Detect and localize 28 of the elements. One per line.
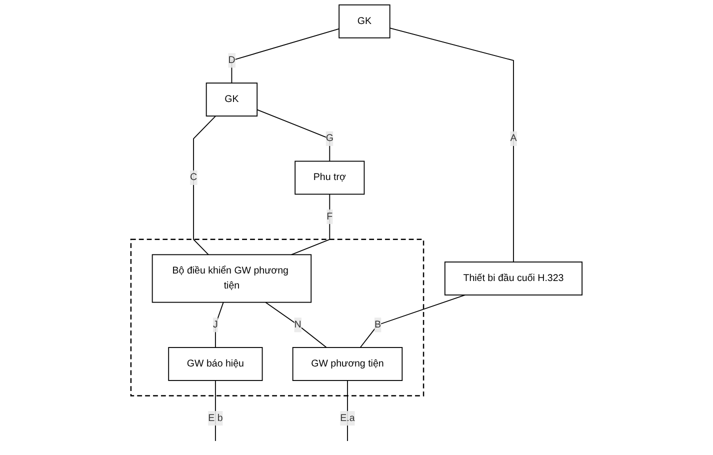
node-box: Thiết bi đầu cuối H.323 xyxy=(444,262,582,296)
connector xyxy=(256,109,330,162)
connector xyxy=(214,302,224,348)
node-box: GK xyxy=(206,82,258,116)
edge-label: E.a xyxy=(340,412,355,424)
edge-label: F xyxy=(326,211,333,222)
connector xyxy=(347,380,348,442)
connector xyxy=(193,116,216,256)
connector xyxy=(389,28,514,262)
node-box: Bộ điều khiển GW phương tiện xyxy=(152,254,312,303)
node-box: GW phương tiện xyxy=(292,347,403,381)
connector xyxy=(231,28,340,84)
connector xyxy=(290,194,330,256)
cluster xyxy=(130,238,424,396)
node-box: GK xyxy=(338,4,390,38)
edge-label: A xyxy=(510,133,517,144)
edge-label: N xyxy=(294,319,302,330)
connector xyxy=(265,302,327,348)
edge-label: J xyxy=(213,319,218,330)
edge-label: B xyxy=(374,319,382,330)
connector xyxy=(214,380,216,442)
edge-label: G xyxy=(326,133,334,144)
connector xyxy=(360,294,466,348)
node-box: Phu trợ xyxy=(294,160,365,195)
edge-label: C xyxy=(190,172,198,183)
edge-label: E b xyxy=(208,412,223,424)
node-box: GW báo hiệu xyxy=(168,347,263,381)
edge-label: D xyxy=(228,54,236,66)
